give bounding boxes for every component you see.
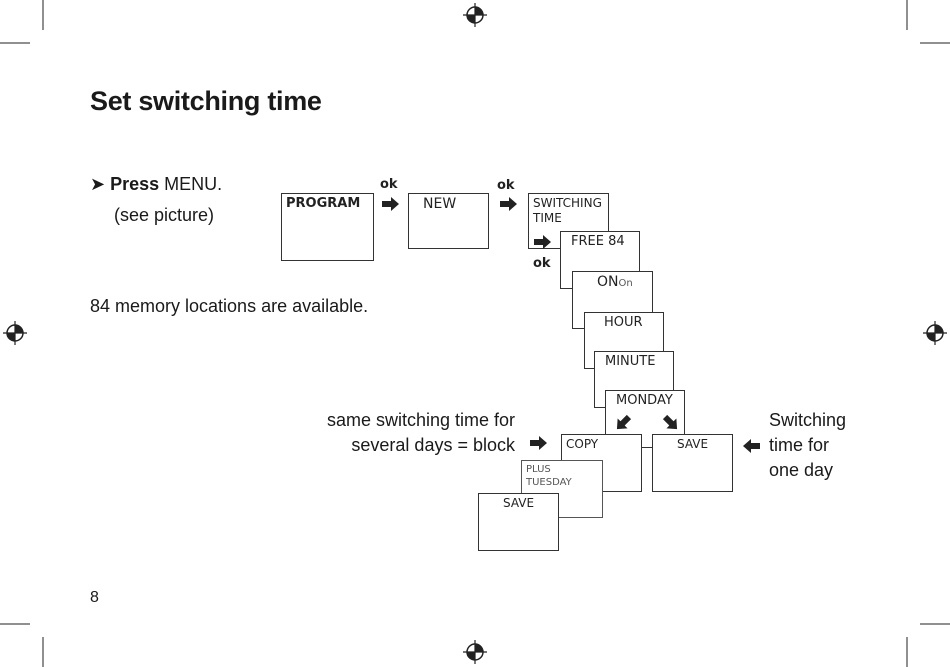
arrow-right-icon: [500, 197, 517, 211]
ok-label: ok: [497, 178, 515, 193]
screen-monday-label: MONDAY: [616, 393, 673, 408]
menu-label: MENU.: [159, 174, 223, 194]
single-day-note-line-1: Switching: [769, 410, 847, 430]
press-label: Press: [110, 174, 160, 194]
screen-plus-label: PLUS: [526, 464, 551, 475]
screen-save-day: SAVE: [652, 434, 733, 492]
single-day-note-line-2: time for: [769, 435, 830, 455]
registration-mark-left: [3, 321, 27, 345]
screen-save-block: SAVE: [478, 493, 559, 551]
screen-free-label: FREE 84: [571, 234, 625, 249]
ok-label: ok: [380, 177, 398, 192]
screen-save-block-label: SAVE: [503, 496, 535, 510]
arrow-down-left-icon: [616, 414, 632, 430]
bullet-arrow-icon: ➤: [90, 174, 106, 194]
single-day-note-line-3: one day: [769, 460, 834, 480]
single-day-note: Switching time for one day: [769, 408, 889, 483]
screen-time-label: TIME: [533, 211, 562, 225]
arrow-right-icon: [382, 197, 399, 211]
arrow-right-icon: [530, 436, 547, 450]
registration-mark-top: [463, 3, 487, 27]
registration-mark-bottom: [463, 640, 487, 664]
see-picture-note: (see picture): [114, 205, 215, 225]
screen-new: NEW: [408, 193, 489, 249]
arrow-right-icon: [534, 235, 551, 249]
ok-label: ok: [533, 256, 551, 271]
page-number: 8: [90, 589, 99, 606]
screen-hour-label: HOUR: [604, 315, 643, 330]
screen-program: PROGRAM: [281, 193, 374, 261]
block-note-line-1: same switching time for: [326, 410, 515, 430]
arrow-left-icon: [743, 439, 760, 453]
screen-copy-label: COPY: [566, 437, 599, 451]
screen-on-small-label: On: [618, 278, 633, 289]
screen-minute-label: MINUTE: [605, 354, 656, 369]
screen-save-day-label: SAVE: [677, 437, 709, 451]
arrow-down-right-icon: [662, 414, 678, 430]
registration-mark-right: [923, 321, 947, 345]
screen-program-label: PROGRAM: [286, 196, 361, 211]
screen-switching-label: SWITCHING: [533, 196, 602, 210]
screen-tuesday-label: TUESDAY: [526, 477, 572, 488]
block-note-line-2: several days = block: [351, 435, 515, 455]
page-title: Set switching time: [90, 86, 322, 116]
block-note: same switching time for several days = b…: [300, 408, 515, 458]
screen-new-label: NEW: [423, 196, 457, 212]
screen-on-label: ON: [597, 274, 619, 290]
memory-info: 84 memory locations are available.: [90, 296, 369, 316]
instruction-press-menu: ➤ Press MENU.: [90, 174, 222, 195]
